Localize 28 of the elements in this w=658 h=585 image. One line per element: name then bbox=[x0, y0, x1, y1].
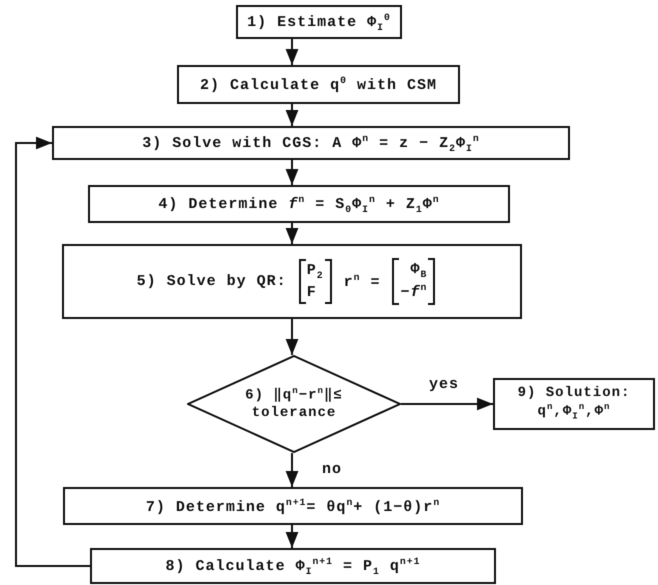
arrow bbox=[286, 453, 298, 487]
arrow bbox=[401, 398, 493, 410]
arrow bbox=[15, 136, 90, 567]
step-text: 4) Determine f$^{n}$ = S$_{0}$Φ$_{I}$$^{n}$ + Z$_{1}$Φ$^{n}$ bbox=[158, 194, 440, 214]
arrow bbox=[286, 104, 298, 126]
matrix: Φ$_{B}$ −f$^{n}$ bbox=[392, 258, 436, 305]
equation-text: r$^{n}$ = bbox=[344, 272, 380, 291]
process-box bbox=[236, 5, 402, 39]
arrow bbox=[286, 525, 298, 548]
step-text: 2) Calculate q$^{0}$ with CSM bbox=[200, 75, 437, 94]
process-box bbox=[90, 548, 496, 584]
arrow bbox=[286, 223, 298, 244]
process-box bbox=[493, 378, 655, 430]
condition-text: 6) ‖q$^{n}$−r$^{n}$‖≤ tolerance bbox=[244, 386, 344, 422]
decision-diamond bbox=[187, 355, 401, 453]
arrow bbox=[286, 160, 298, 185]
step-text: 7) Determine q$^{n+1}$= θq$^{n}$+ (1−θ)r$^{n}$ bbox=[146, 496, 440, 516]
matrix: P$_{2}$ F bbox=[298, 258, 332, 304]
step-text: 9) Solution: q$^{n}$,Φ$_{I}$$^{n}$,Φ$^{n}$ bbox=[516, 385, 632, 423]
arrow bbox=[286, 39, 298, 65]
step-text: 8) Calculate Φ$_{I}$$^{n+1}$ = P$_{1}$ q$^{n+1}$ bbox=[166, 556, 420, 576]
process-box bbox=[62, 244, 522, 319]
process-box bbox=[52, 126, 570, 160]
process-box bbox=[63, 487, 523, 525]
step-text: 5) Solve by QR: bbox=[136, 273, 287, 290]
arrow bbox=[286, 319, 298, 355]
process-box bbox=[88, 185, 510, 223]
process-box bbox=[177, 65, 460, 104]
